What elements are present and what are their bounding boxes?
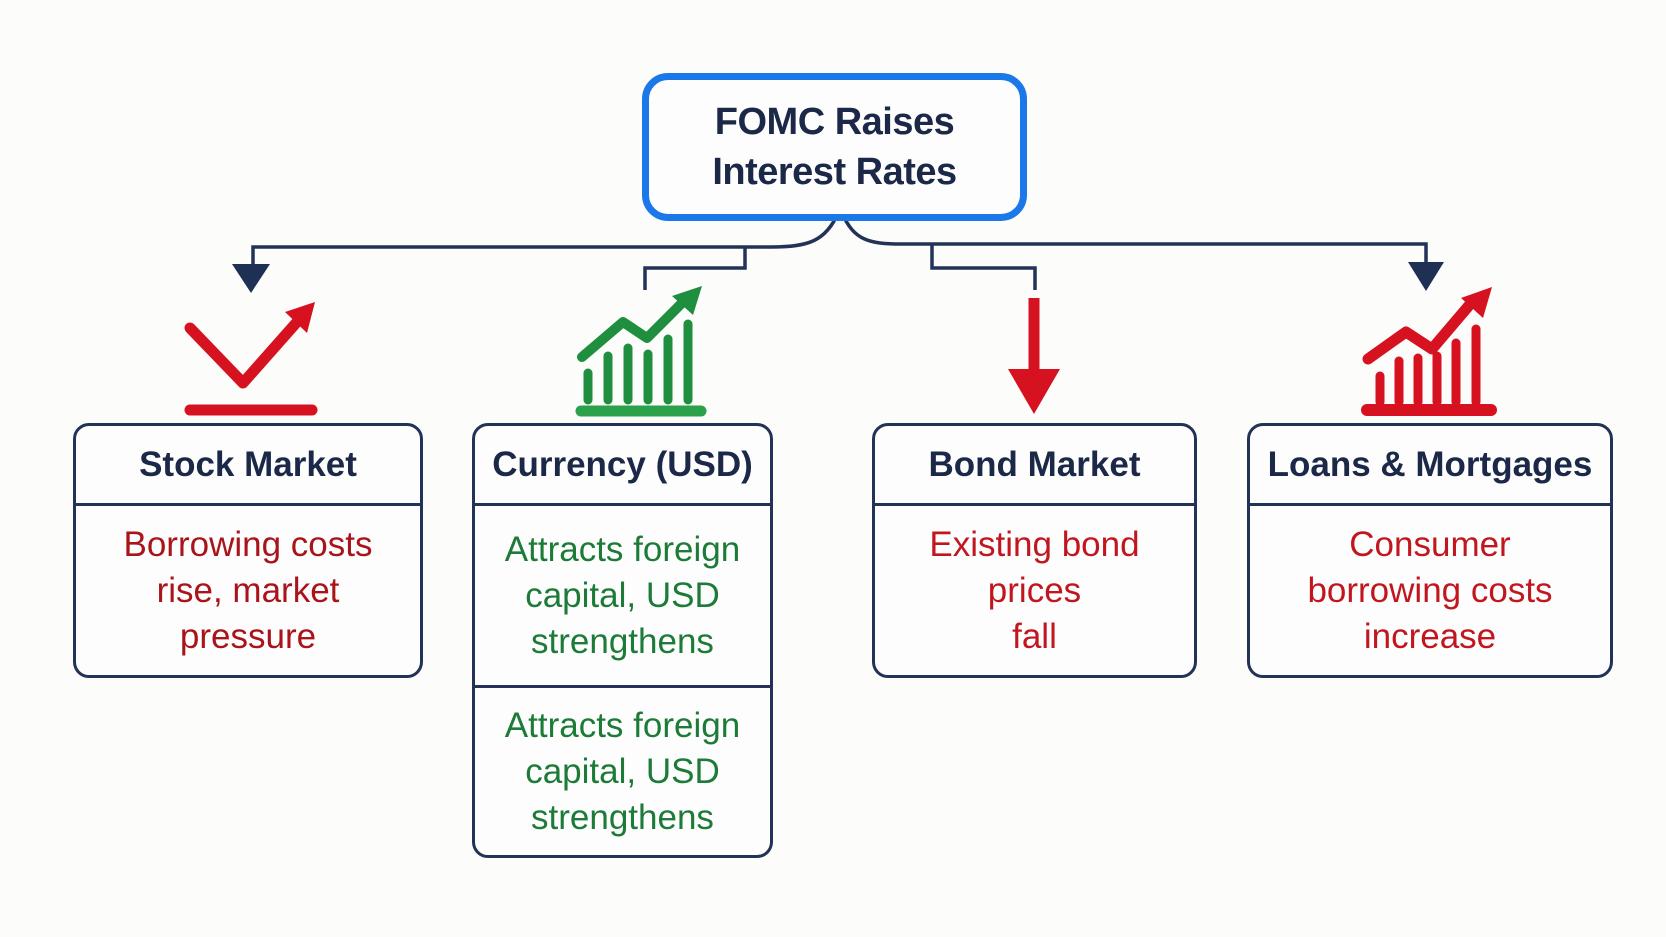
dip-then-rise-arrow-icon <box>184 302 318 416</box>
root-title-line2: Interest Rates <box>712 151 957 193</box>
connector-right <box>840 212 1428 264</box>
rising-bar-chart-icon <box>575 286 707 417</box>
node-currency-usd: Currency (USD) Attracts foreign capital,… <box>472 423 773 858</box>
root-node-fomc: FOMC Raises Interest Rates <box>642 73 1027 221</box>
branch-body-text: Consumer borrowing costs increase <box>1307 524 1553 656</box>
down-arrow-icon <box>1008 298 1060 414</box>
branch-body-text: Attracts foreign capital, USD strengthen… <box>504 705 741 837</box>
connector-right-sub <box>930 244 1037 290</box>
connector-left <box>251 212 840 267</box>
node-loans-mortgages: Loans & Mortgages Consumer borrowing cos… <box>1247 423 1613 678</box>
rising-bar-chart-icon <box>1361 287 1497 416</box>
branch-body-text: Borrowing costs rise, market pressure <box>123 524 373 656</box>
branch-body-text: Existing bond prices fall <box>929 524 1140 656</box>
node-stock-market: Stock Market Borrowing costs rise, marke… <box>73 423 423 678</box>
arrowhead-left-icon <box>232 264 270 293</box>
branch-title: Stock Market <box>76 426 420 506</box>
branch-body-text: Attracts foreign capital, USD strengthen… <box>475 506 770 688</box>
branch-title: Currency (USD) <box>475 426 770 506</box>
arrowhead-right-icon <box>1408 262 1444 291</box>
branch-title: Bond Market <box>875 426 1194 506</box>
root-title-line1: FOMC Raises <box>714 101 955 143</box>
node-bond-market: Bond Market Existing bond prices fall <box>872 423 1197 678</box>
branch-title: Loans & Mortgages <box>1250 426 1610 506</box>
connector-left-sub <box>643 247 747 290</box>
